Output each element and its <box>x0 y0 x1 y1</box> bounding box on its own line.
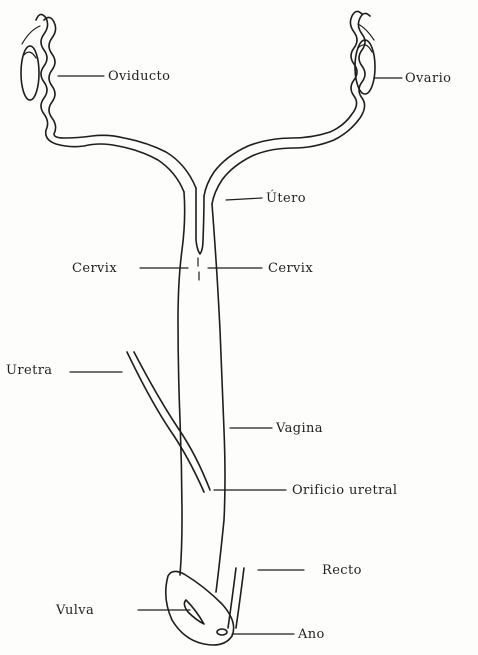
right-ovary <box>355 40 375 94</box>
label-oviducto: Oviducto <box>108 69 170 84</box>
label-cervix-left: Cervix <box>72 261 117 276</box>
leader-lines <box>58 76 402 634</box>
urethra <box>127 352 210 492</box>
label-vulva: Vulva <box>55 603 94 618</box>
label-recto: Recto <box>322 563 362 578</box>
left-oviduct <box>22 14 196 192</box>
left-ovary <box>21 46 39 100</box>
right-oviduct <box>204 11 374 204</box>
rectum <box>228 568 244 628</box>
uterus-vagina-body <box>178 188 225 592</box>
label-vagina: Vagina <box>275 421 323 436</box>
cervix-marker <box>198 258 199 280</box>
label-cervix-right: Cervix <box>268 261 313 276</box>
label-uretra: Uretra <box>6 363 52 378</box>
label-ano: Ano <box>297 627 325 642</box>
label-orificio-uretral: Orificio uretral <box>292 483 397 498</box>
label-utero: Útero <box>266 189 306 206</box>
vulva <box>166 571 234 645</box>
label-ovario: Ovario <box>405 71 451 86</box>
